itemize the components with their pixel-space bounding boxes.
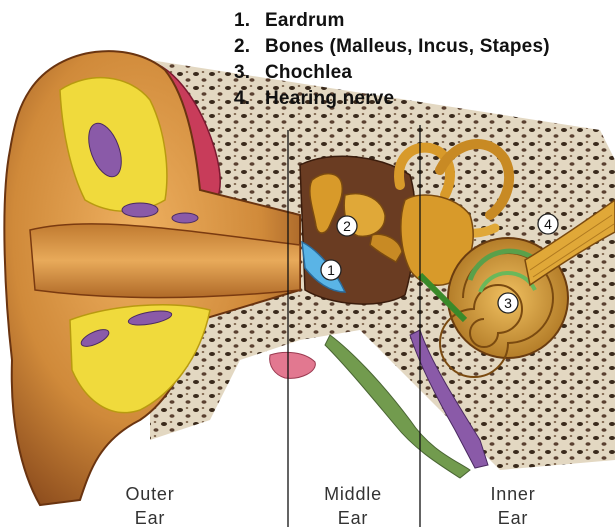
pink-tissue — [270, 352, 316, 378]
marker-1-text: 1 — [327, 262, 335, 278]
legend-label: Hearing nerve — [265, 88, 394, 109]
inner-ear-label-line1: Inner — [463, 482, 563, 506]
legend-item-cochlea: 3.Chochlea — [234, 60, 550, 86]
middle-ear-label-line1: Middle — [303, 482, 403, 506]
marker-2-text: 2 — [343, 218, 351, 234]
legend-item-eardrum: 1.Eardrum — [234, 8, 550, 34]
legend: 1.Eardrum 2.Bones (Malleus, Incus, Stape… — [234, 8, 550, 112]
legend-label: Bones (Malleus, Incus, Stapes) — [265, 36, 550, 57]
marker-4: 4 — [538, 214, 558, 234]
middle-ear-label-line2: Ear — [303, 506, 403, 530]
gland-2 — [122, 203, 158, 217]
inner-ear-label-line2: Ear — [463, 506, 563, 530]
outer-ear-label-line2: Ear — [100, 506, 200, 530]
legend-label: Chochlea — [265, 62, 352, 83]
outer-ear-label-line1: Outer — [100, 482, 200, 506]
middle-ear-label: Middle Ear — [303, 482, 403, 530]
legend-number: 1. — [234, 8, 265, 34]
marker-3: 3 — [498, 293, 518, 313]
legend-label: Eardrum — [265, 10, 345, 31]
marker-1: 1 — [321, 260, 341, 280]
marker-4-text: 4 — [544, 216, 552, 232]
marker-2: 2 — [337, 216, 357, 236]
legend-item-hearing-nerve: 4.Hearing nerve — [234, 86, 550, 112]
legend-number: 4. — [234, 86, 265, 112]
legend-number: 2. — [234, 34, 265, 60]
legend-number: 3. — [234, 60, 265, 86]
marker-3-text: 3 — [504, 295, 512, 311]
outer-ear-label: Outer Ear — [100, 482, 200, 530]
gland-3 — [172, 213, 198, 223]
inner-ear-label: Inner Ear — [463, 482, 563, 530]
legend-item-bones: 2.Bones (Malleus, Incus, Stapes) — [234, 34, 550, 60]
